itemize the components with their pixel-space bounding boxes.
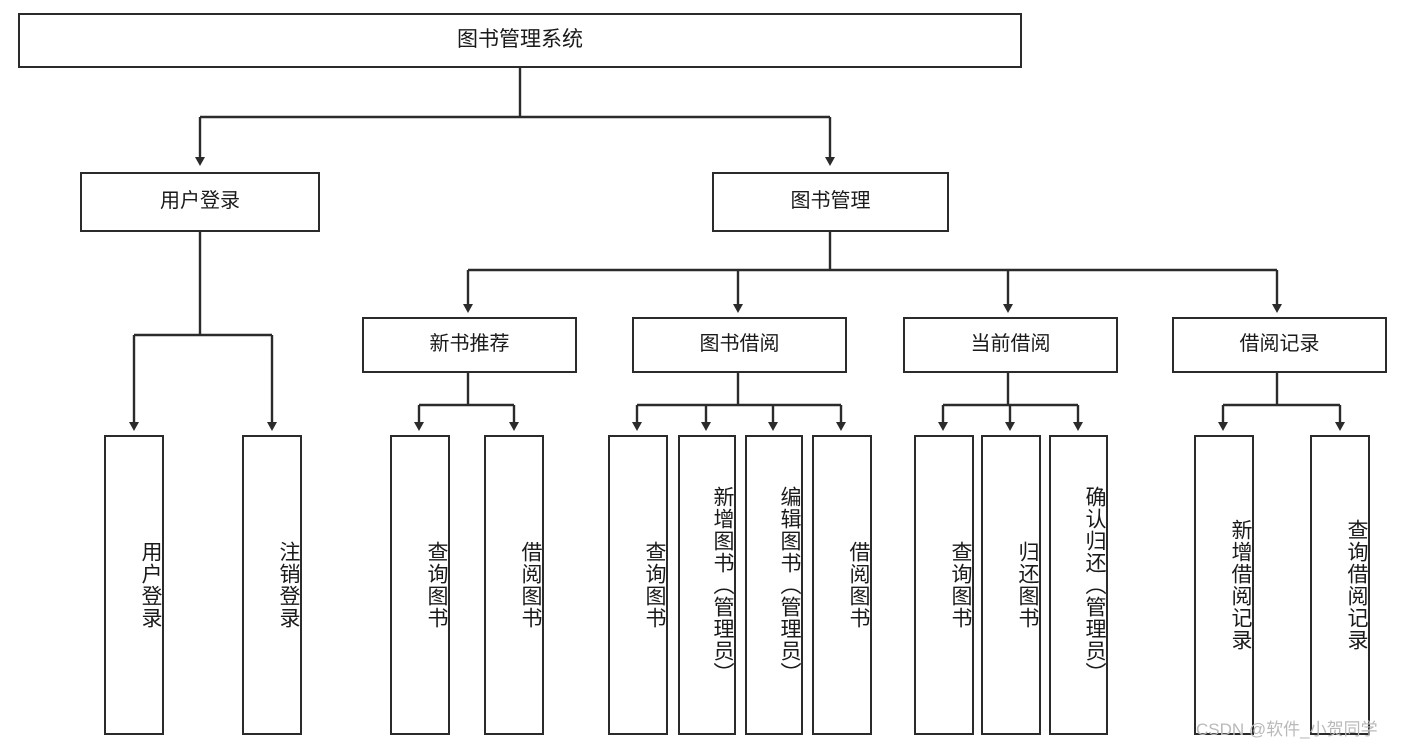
node-root-system[interactable]: 图书管理系统 — [18, 13, 1022, 68]
node-label: 注销登录 — [277, 541, 300, 629]
leaf-return-book[interactable]: 归还图书 — [981, 435, 1041, 735]
node-label: 新书推荐 — [429, 333, 510, 356]
leaf-edit-book-admin[interactable]: 编辑图书（管理员） — [745, 435, 803, 735]
node-new-book-recommend[interactable]: 新书推荐 — [362, 317, 577, 373]
node-user-login[interactable]: 用户登录 — [80, 172, 320, 232]
node-book-borrow[interactable]: 图书借阅 — [632, 317, 847, 373]
leaf-borrow-book[interactable]: 借阅图书 — [812, 435, 872, 735]
node-borrow-record[interactable]: 借阅记录 — [1172, 317, 1387, 373]
leaf-query-borrow-record[interactable]: 查询借阅记录 — [1310, 435, 1370, 735]
node-label: 归还图书 — [1016, 541, 1039, 629]
node-label: 查询图书 — [949, 541, 972, 629]
node-label: 当前借阅 — [970, 333, 1051, 356]
node-label: 新增借阅记录 — [1229, 519, 1252, 651]
leaf-query-book-borrow[interactable]: 查询图书 — [608, 435, 668, 735]
node-label: 借阅图书 — [847, 541, 870, 629]
leaf-user-login[interactable]: 用户登录 — [104, 435, 164, 735]
leaf-logout[interactable]: 注销登录 — [242, 435, 302, 735]
node-label: 查询图书 — [425, 541, 448, 629]
node-book-management[interactable]: 图书管理 — [712, 172, 949, 232]
leaf-add-borrow-record[interactable]: 新增借阅记录 — [1194, 435, 1254, 735]
node-label: 图书借阅 — [699, 333, 780, 356]
node-label: 借阅记录 — [1239, 333, 1320, 356]
node-label: 借阅图书 — [519, 541, 542, 629]
node-label: 查询借阅记录 — [1345, 519, 1368, 651]
node-label: 新增图书（管理员） — [711, 486, 734, 684]
node-current-borrow[interactable]: 当前借阅 — [903, 317, 1118, 373]
node-label: 用户登录 — [160, 190, 240, 213]
node-label: 图书管理系统 — [457, 28, 583, 52]
node-label: 查询图书 — [643, 541, 666, 629]
node-label: 用户登录 — [139, 541, 162, 629]
node-label: 确认归还（管理员） — [1083, 486, 1106, 684]
node-label: 编辑图书（管理员） — [778, 486, 801, 684]
leaf-borrow-book-recommend[interactable]: 借阅图书 — [484, 435, 544, 735]
leaf-confirm-return-admin[interactable]: 确认归还（管理员） — [1049, 435, 1108, 735]
leaf-query-book-current[interactable]: 查询图书 — [914, 435, 974, 735]
leaf-query-book-recommend[interactable]: 查询图书 — [390, 435, 450, 735]
csdn-watermark: CSDN @软件_小贺同学 — [1196, 720, 1378, 739]
node-label: 图书管理 — [790, 190, 871, 213]
leaf-add-book-admin[interactable]: 新增图书（管理员） — [678, 435, 736, 735]
